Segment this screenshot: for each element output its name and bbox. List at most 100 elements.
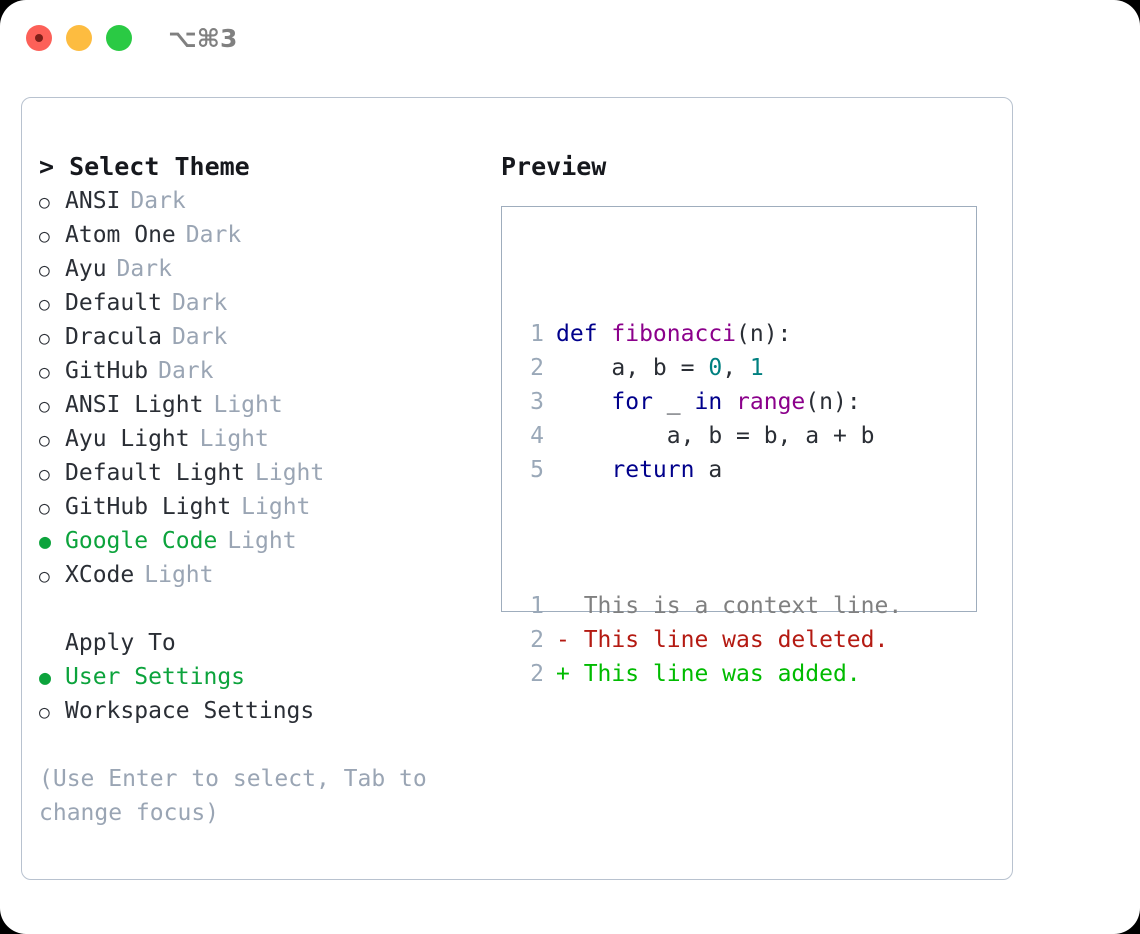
theme-option-kind: Dark [185,222,242,248]
diff-line-number: 2 [530,627,544,653]
radio-unselected-icon: ○ [39,328,50,349]
radio-unselected-icon: ○ [39,226,50,247]
code-line-number: 2 [530,355,544,381]
code-token [722,389,736,415]
theme-option-kind: Light [144,562,214,588]
keyboard-shortcut-label: ⌥⌘3 [168,24,238,53]
radio-selected-icon: ● [39,665,52,689]
code-line: 4 a, b = b, a + b [514,419,902,453]
code-token: 1 [749,355,764,381]
code-line-number: 5 [530,457,544,483]
diff-marker: + [556,661,570,687]
code-line-text: a, b = 0, 1 [556,351,764,385]
zoom-button[interactable] [106,25,132,51]
code-line-text: def fibonacci(n): [556,317,791,351]
theme-option-label: Default [65,290,162,316]
theme-option-label: ANSI [65,188,121,214]
diff-line: 2+ This line was added. [514,657,902,691]
code-line-number: 1 [530,321,544,347]
code-line-number: 4 [530,423,544,449]
theme-option-label: Ayu [65,256,107,282]
diff-line: 2- This line was deleted. [514,623,902,657]
radio-unselected-icon: ○ [39,430,50,451]
select-theme-heading: > Select Theme [39,152,250,181]
code-line-number: 3 [530,389,544,415]
theme-option-kind: Dark [130,188,186,214]
theme-option-kind: Light [255,460,325,486]
code-token [556,389,611,415]
code-line: 1 def fibonacci(n): [514,317,902,351]
apply-to-option-user-settings[interactable]: ● User Settings [39,660,479,694]
diff-line-text: This is a context line. [569,593,903,619]
radio-unselected-icon: ○ [39,294,50,315]
code-token: in [694,389,723,415]
diff-line-number: 1 [530,593,544,619]
theme-option-atom-one[interactable]: ○ Atom One Dark [39,218,479,252]
radio-selected-icon: ● [39,529,52,553]
code-token: a [694,457,723,483]
theme-option-kind: Dark [158,358,214,384]
code-token: def [556,321,612,347]
diff-line-number: 2 [530,661,544,687]
radio-unselected-icon: ○ [39,396,50,417]
theme-option-default-light[interactable]: ○ Default Light Light [39,456,479,490]
code-token: _ [652,389,695,415]
theme-option-ansi-light[interactable]: ○ ANSI Light Light [39,388,479,422]
radio-unselected-icon: ○ [39,192,50,213]
theme-option-kind: Light [227,528,297,554]
theme-option-kind: Light [213,392,283,418]
theme-option-label: Default Light [65,460,246,486]
window-controls [26,25,132,51]
code-token: fibonacci [611,321,737,347]
theme-option-kind: Dark [171,324,228,350]
theme-option-label: Dracula [65,324,162,350]
theme-option-label: Atom One [65,222,176,248]
diff-sample: 1 This is a context line. 2- This line wa… [514,589,902,691]
title-bar: ⌥⌘3 [0,0,1140,78]
theme-option-github-light[interactable]: ○ GitHub Light Light [39,490,479,524]
code-line-text: a, b = b, a + b [556,419,875,453]
theme-option-kind: Light [199,426,269,452]
radio-unselected-icon: ○ [39,498,50,519]
theme-option-dracula[interactable]: ○ Dracula Dark [39,320,479,354]
code-line-text: return a [556,453,722,487]
diff-marker [556,589,570,623]
theme-option-default[interactable]: ○ Default Dark [39,286,479,320]
theme-option-kind: Dark [171,290,228,316]
close-button[interactable] [26,25,52,51]
theme-option-kind: Light [241,494,311,520]
code-line: 2 a, b = 0, 1 [514,351,902,385]
theme-option-google-code[interactable]: ● Google Code Light [39,524,479,558]
code-token: range [736,389,806,415]
apply-to-option-workspace-settings[interactable]: ○ Workspace Settings [39,694,479,728]
theme-option-label: ANSI Light [65,392,204,418]
code-token: a, b = b, a + b [556,423,875,449]
preview-heading: Preview [501,152,607,181]
theme-option-label: Google Code [65,528,218,554]
apply-to-option-label: User Settings [65,664,246,690]
radio-unselected-icon: ○ [39,362,50,383]
code-token: (n): [736,321,792,347]
code-token [556,457,611,483]
theme-option-ansi[interactable]: ○ ANSI Dark [39,184,479,218]
code-line: 3 for _ in range(n): [514,385,902,419]
radio-unselected-icon: ○ [39,702,50,723]
radio-unselected-icon: ○ [39,464,50,485]
theme-option-label: GitHub Light [65,494,232,520]
code-token: a, b = [556,355,709,381]
code-line-text: for _ in range(n): [556,385,860,419]
minimize-button[interactable] [66,25,92,51]
apply-to-option-list[interactable]: ● User Settings ○ Workspace Settings [39,660,479,728]
apply-to-option-label: Workspace Settings [65,698,315,724]
code-token: 0 [708,355,723,381]
code-token: return [611,457,695,483]
